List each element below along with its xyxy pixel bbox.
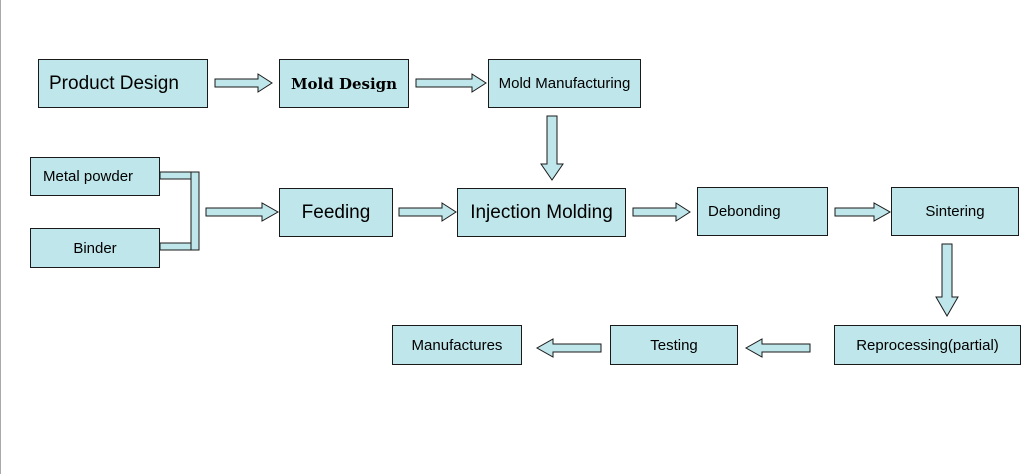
node-binder-label: Binder xyxy=(73,239,117,257)
node-manufactures-label: Manufactures xyxy=(411,336,503,354)
node-injection-molding: Injection Molding xyxy=(457,188,626,237)
arrow-debonding-to-sintering xyxy=(834,202,892,222)
connector-bracket xyxy=(190,171,200,251)
arrow-manufacturing-to-injection xyxy=(540,115,564,181)
node-reprocessing: Reprocessing(partial) xyxy=(834,325,1021,365)
arrow-reprocessing-to-testing xyxy=(744,338,811,358)
node-metal-powder: Metal powder xyxy=(30,157,160,196)
node-mold-manufacturing: Mold Manufacturing xyxy=(488,59,641,108)
node-product-design: Product Design xyxy=(38,59,208,108)
arrow-feeding-to-injection xyxy=(398,202,457,222)
arrow-injection-to-debonding xyxy=(632,202,691,222)
node-metal-powder-label: Metal powder xyxy=(43,168,134,185)
node-product-design-label: Product Design xyxy=(49,72,179,94)
node-testing: Testing xyxy=(610,325,738,365)
node-sintering-label: Sintering xyxy=(925,203,985,220)
node-feeding: Feeding xyxy=(279,188,393,237)
node-sintering: Sintering xyxy=(891,187,1019,236)
node-mold-design: Mold Design xyxy=(279,59,409,108)
node-reprocessing-label: Reprocessing(partial) xyxy=(856,336,999,354)
node-testing-label: Testing xyxy=(650,336,698,354)
page-left-border xyxy=(0,0,1,474)
arrow-product-to-mold-design xyxy=(214,73,273,93)
node-mold-manufacturing-label: Mold Manufacturing xyxy=(498,75,631,92)
node-injection-molding-label: Injection Molding xyxy=(470,201,613,223)
connector-metal-powder xyxy=(159,171,193,180)
node-feeding-label: Feeding xyxy=(301,201,371,223)
node-mold-design-label: Mold Design xyxy=(290,74,398,93)
node-binder: Binder xyxy=(30,228,160,268)
arrow-sintering-to-reprocessing xyxy=(935,243,959,317)
arrow-testing-to-manufactures xyxy=(535,338,602,358)
arrow-bracket-to-feeding xyxy=(205,202,280,222)
arrow-mold-design-to-manufacturing xyxy=(415,73,487,93)
node-manufactures: Manufactures xyxy=(392,325,522,365)
node-debonding: Debonding xyxy=(697,187,828,236)
node-debonding-label: Debonding xyxy=(708,203,781,220)
connector-binder xyxy=(159,242,193,251)
